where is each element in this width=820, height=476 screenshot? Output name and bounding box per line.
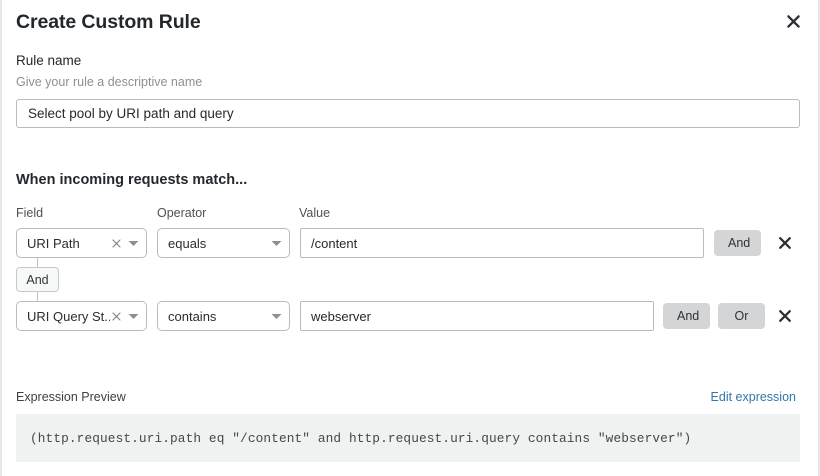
rule-name-help-text: Give your rule a descriptive name: [16, 75, 203, 89]
field-select[interactable]: URI Query St...: [16, 301, 147, 331]
condition-row: URI Query St... contains And Or: [2, 301, 820, 331]
operator-select-value: equals: [168, 235, 207, 251]
condition-row: URI Path equals And: [2, 228, 820, 258]
expression-preview-code: (http.request.uri.path eq "/content" and…: [30, 430, 692, 446]
chevron-down-icon[interactable]: [127, 237, 140, 250]
column-header-operator: Operator: [157, 206, 207, 220]
column-header-value: Value: [299, 206, 331, 220]
field-select-value: URI Query St...: [27, 308, 110, 324]
add-or-condition-button[interactable]: Or: [718, 303, 765, 329]
connector-line-top: [37, 257, 38, 267]
add-and-condition-button[interactable]: And: [714, 230, 761, 256]
connector-line-bottom: [37, 292, 38, 302]
connector-and-badge[interactable]: And: [16, 267, 59, 292]
edit-expression-link[interactable]: Edit expression: [710, 390, 796, 404]
value-input[interactable]: [300, 301, 654, 331]
add-and-condition-button[interactable]: And: [663, 303, 710, 329]
field-select-value: URI Path: [27, 235, 80, 251]
value-input[interactable]: [300, 228, 704, 258]
operator-select[interactable]: equals: [157, 228, 290, 258]
page-title: Create Custom Rule: [16, 11, 201, 33]
clear-icon[interactable]: [110, 310, 123, 323]
chevron-down-icon[interactable]: [270, 310, 283, 323]
rule-name-input[interactable]: [16, 99, 800, 128]
expression-preview-label: Expression Preview: [16, 390, 126, 404]
operator-select-value: contains: [168, 308, 217, 324]
operator-select[interactable]: contains: [157, 301, 290, 331]
clear-icon[interactable]: [110, 237, 123, 250]
chevron-down-icon[interactable]: [127, 310, 140, 323]
conditions-section-heading: When incoming requests match...: [16, 172, 248, 188]
field-select[interactable]: URI Path: [16, 228, 147, 258]
close-icon[interactable]: [782, 10, 804, 32]
condition-connector: And: [16, 257, 76, 302]
column-header-field: Field: [16, 206, 44, 220]
modal-header: Create Custom Rule: [16, 8, 804, 42]
chevron-down-icon[interactable]: [270, 237, 283, 250]
expression-preview-box: (http.request.uri.path eq "/content" and…: [16, 414, 800, 462]
remove-condition-button[interactable]: [774, 305, 796, 327]
remove-condition-button[interactable]: [774, 232, 796, 254]
rule-name-label: Rule name: [16, 53, 82, 68]
